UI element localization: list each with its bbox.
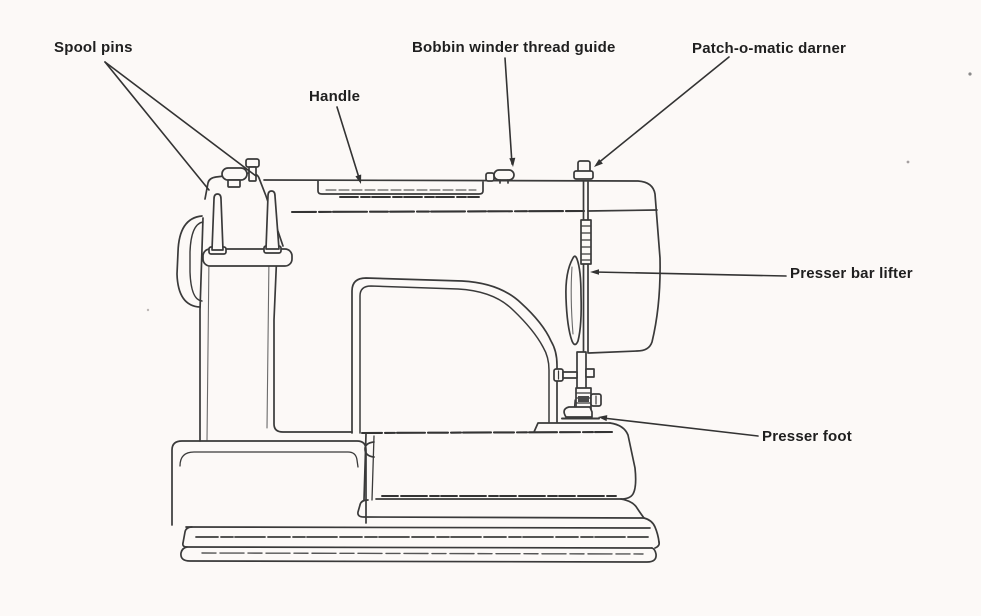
label-presser-foot: Presser foot [762,428,852,445]
leader-spool-pins-1 [104,61,257,177]
presser-bar [580,180,592,353]
bobbin-winder-thread-guide-part [485,169,515,184]
needle-plate [533,422,611,433]
leader-bobbin-winder [504,57,513,165]
label-bobbin-winder-thread-guide: Bobbin winder thread guide [412,39,616,56]
leader-lines [104,56,787,437]
leader-arrowheads [355,157,608,422]
leader-presser-foot [602,417,759,437]
handle-recess [317,180,484,198]
accessory-box [171,440,367,526]
arrowhead-patch-o-matic [594,159,603,167]
label-spool-pins: Spool pins [54,39,133,56]
label-handle: Handle [309,88,361,105]
hand-wheel [176,215,204,308]
scan-specks [146,72,972,312]
leader-spool-pins-2 [104,61,210,191]
presser-bar-lifter-lever [565,255,583,346]
needle-bar [553,351,602,414]
arrowhead-bobbin-winder [509,157,516,167]
presser-foot-part [561,406,600,420]
harp-opening [351,277,558,434]
arrowhead-presser-bar-lifter [590,269,599,275]
leader-patch-o-matic [596,56,730,165]
tension-scale [580,219,592,265]
column [199,217,353,442]
leader-handle [336,106,361,182]
spool-pins-part [208,190,282,255]
base-plinth [180,498,661,563]
machine-arm [263,179,661,354]
spool-pin-cap [221,158,260,188]
leader-presser-bar-lifter [593,271,787,277]
label-presser-bar-lifter: Presser bar lifter [790,265,913,282]
label-patch-o-matic-darner: Patch-o-matic darner [692,40,847,57]
patch-o-matic-darner-part [573,160,594,180]
arrowhead-handle [355,174,362,184]
face-plate [587,181,658,354]
bed [360,422,637,501]
arrowhead-presser-foot [598,415,608,422]
